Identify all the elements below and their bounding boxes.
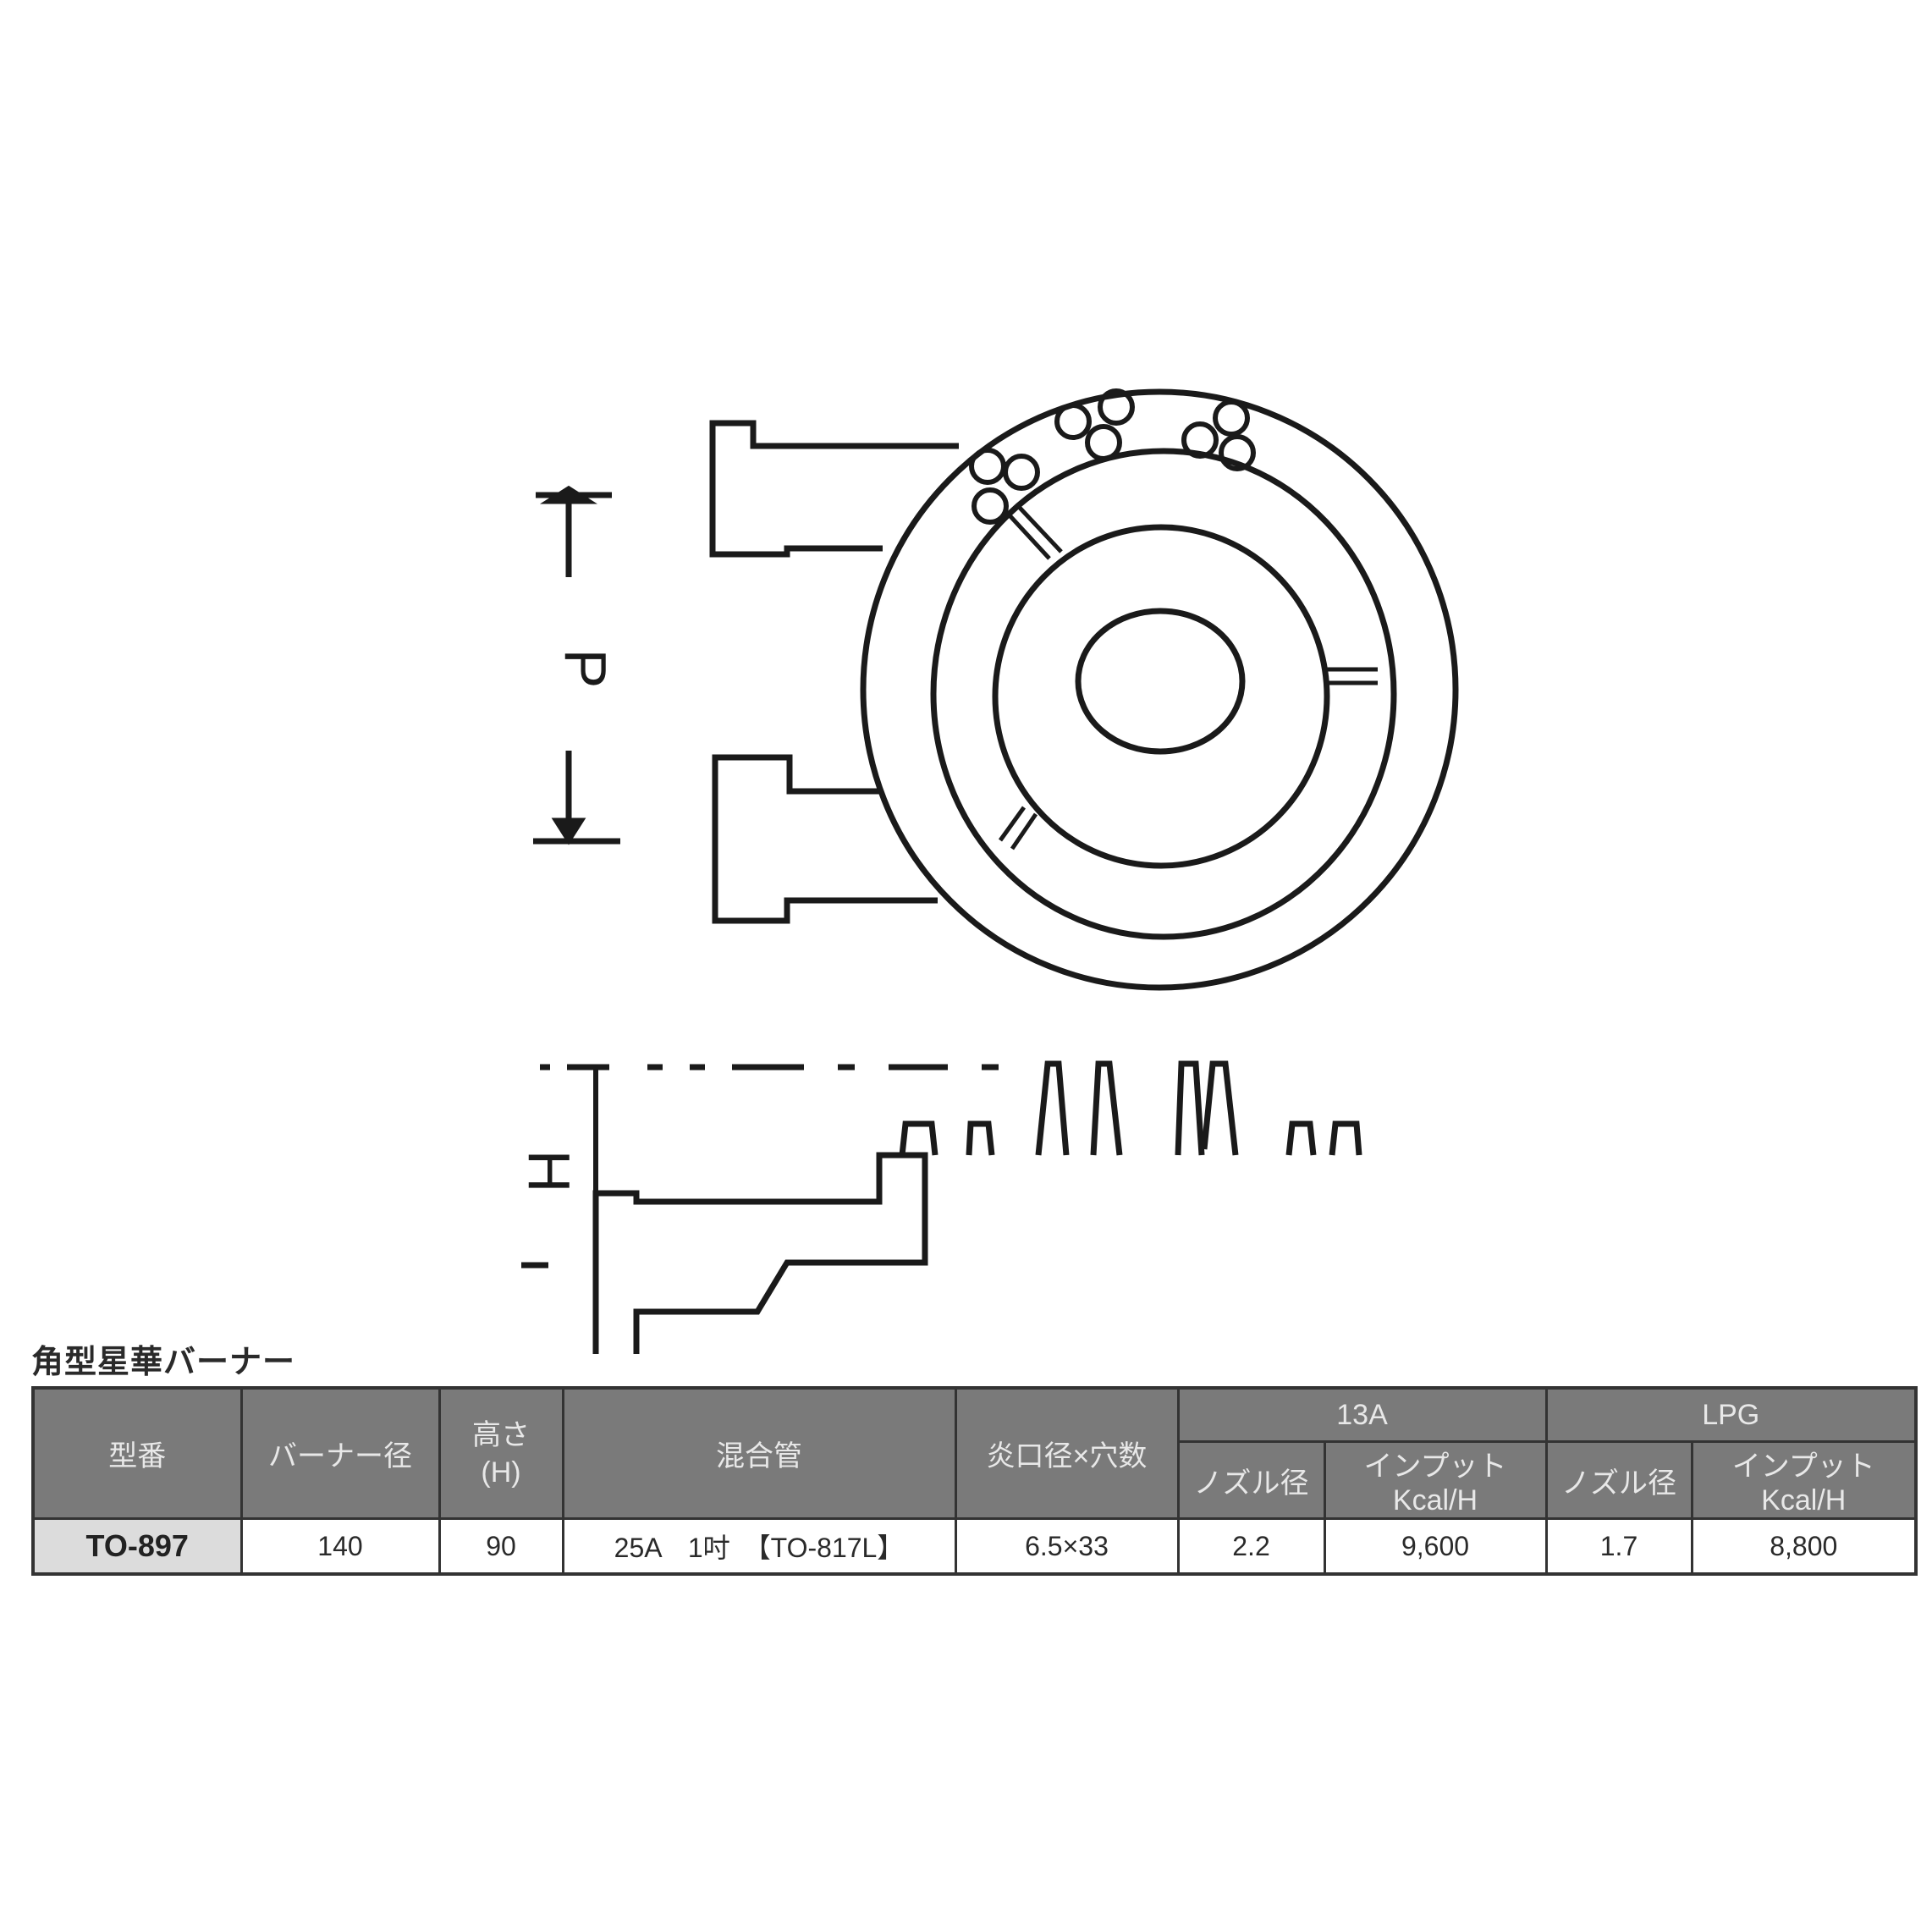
dimension-h-label: H <box>516 1150 582 1193</box>
header-nozzle-13a: ノズル径 <box>1176 1440 1326 1520</box>
dimension-p <box>533 485 620 845</box>
header-input-lpg: インプットKcal/H <box>1690 1440 1918 1520</box>
cell-height: 90 <box>438 1517 564 1576</box>
flame-port-clusters <box>969 388 1256 525</box>
cell-nozzle-lpg: 1.7 <box>1544 1517 1693 1576</box>
inner-ring <box>992 524 1330 869</box>
ring-spokes <box>998 506 1378 850</box>
side-view <box>521 1060 1362 1354</box>
cell-input-13a: 9,600 <box>1323 1517 1548 1576</box>
header-height: 高さ (H) <box>438 1386 564 1520</box>
cell-burner-diameter: 140 <box>239 1517 441 1576</box>
lower-pipe-outline <box>712 754 938 924</box>
middle-ring <box>930 448 1397 940</box>
outer-ring <box>860 388 1459 991</box>
center-hole <box>1075 608 1246 755</box>
cell-nozzle-13a: 2.2 <box>1176 1517 1326 1576</box>
burner-technical-drawing: P H <box>516 388 1459 1354</box>
header-height-line2: (H) <box>481 1456 521 1489</box>
cell-mixing-pipe: 25A 1吋 【TO-817L】 <box>561 1517 957 1576</box>
header-height-line1: 高さ <box>472 1418 530 1451</box>
header-flame-port: 炎口径×穴数 <box>954 1386 1180 1520</box>
header-model: 型番 <box>31 1386 243 1520</box>
header-gas-13a: 13A <box>1176 1386 1548 1443</box>
header-burner-diameter: バーナー径 <box>239 1386 441 1520</box>
spec-table: 型番 バーナー径 高さ (H) 混合管 炎口径×穴数 13A LPG ノズル径 … <box>31 1386 1918 1576</box>
upper-pipe-outline <box>709 420 959 558</box>
cell-model: TO-897 <box>31 1517 243 1576</box>
header-nozzle-lpg: ノズル径 <box>1544 1440 1693 1520</box>
dimension-p-label: P <box>553 649 619 689</box>
cell-flame-port: 6.5×33 <box>954 1517 1180 1576</box>
header-gas-lpg: LPG <box>1544 1386 1918 1443</box>
top-view <box>533 388 1459 991</box>
header-mixing-pipe: 混合管 <box>561 1386 957 1520</box>
product-title: 角型星華バーナー <box>31 1345 296 1380</box>
cell-input-lpg: 8,800 <box>1690 1517 1918 1576</box>
header-input-13a: インプットKcal/H <box>1323 1440 1548 1520</box>
burner-body-outline <box>592 1152 928 1354</box>
table-row: TO-897 140 90 25A 1吋 【TO-817L】 6.5×33 2.… <box>31 1517 1918 1576</box>
